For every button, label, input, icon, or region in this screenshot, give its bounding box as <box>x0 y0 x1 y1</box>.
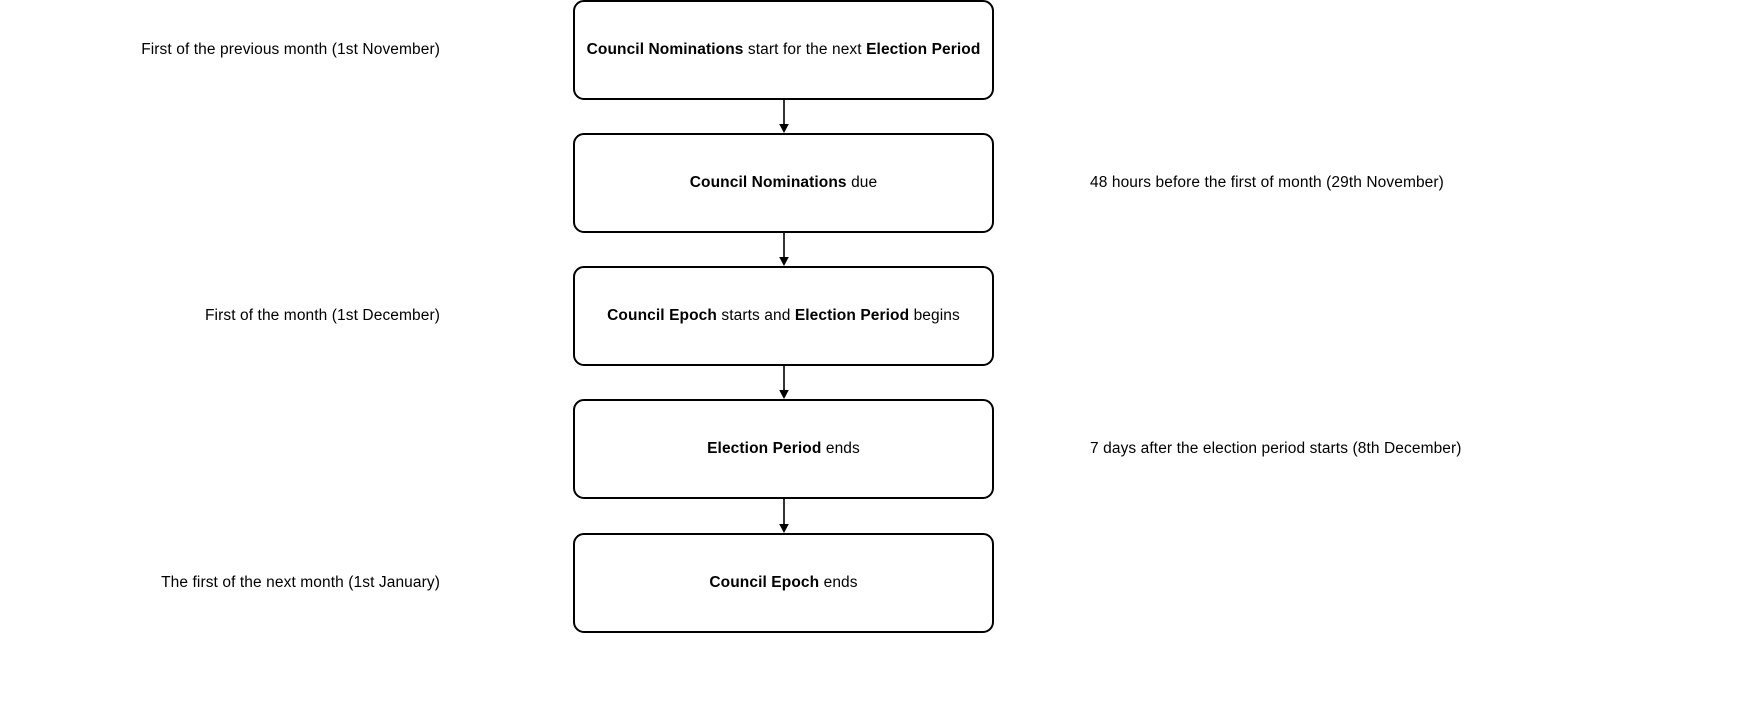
flow-node-election-period-ends: Election Period ends <box>573 399 994 499</box>
timing-annotation-council-nominations-due: 48 hours before the first of month (29th… <box>1090 174 1444 191</box>
plain-text: starts and <box>716 307 795 325</box>
flow-node-council-nominations-due: Council Nominations due <box>573 133 994 233</box>
flow-node-label: Council Epoch starts and Election Period… <box>593 306 974 325</box>
connector-arrow-council-nominations-due-to-council-epoch-starts <box>776 233 792 266</box>
emphasis-term: Council Nominations <box>586 41 744 59</box>
connector-arrow-election-period-ends-to-council-epoch-ends <box>776 499 792 533</box>
emphasis-term: Election Period <box>794 307 910 325</box>
plain-text: ends <box>821 440 860 458</box>
plain-text: due <box>846 174 878 192</box>
connector-arrow-council-epoch-starts-to-election-period-ends <box>776 366 792 399</box>
flow-node-council-epoch-ends: Council Epoch ends <box>573 533 994 633</box>
flow-node-label: Council Epoch ends <box>695 573 871 592</box>
flow-node-council-nominations-start: Council Nominations start for the next E… <box>573 0 994 100</box>
plain-text: ends <box>819 574 858 592</box>
flow-node-label: Council Nominations start for the next E… <box>573 40 995 59</box>
timing-annotation-election-period-ends: 7 days after the election period starts … <box>1090 440 1462 457</box>
flow-node-council-epoch-starts: Council Epoch starts and Election Period… <box>573 266 994 366</box>
timing-annotation-council-epoch-starts: First of the month (1st December) <box>204 307 440 324</box>
connector-arrow-council-nominations-start-to-council-nominations-due <box>776 100 792 133</box>
flow-node-label: Council Nominations due <box>676 173 891 192</box>
emphasis-term: Election Period <box>707 440 822 458</box>
plain-text: start for the next <box>743 41 867 59</box>
emphasis-term: Council Epoch <box>607 307 717 325</box>
emphasis-term: Council Nominations <box>689 174 847 192</box>
emphasis-term: Council Epoch <box>709 574 820 592</box>
timing-annotation-council-epoch-ends: The first of the next month (1st January… <box>161 574 440 591</box>
timing-annotation-council-nominations-start: First of the previous month (1st Novembe… <box>141 41 440 58</box>
emphasis-term: Election Period <box>866 41 981 59</box>
flow-node-label: Election Period ends <box>693 439 874 458</box>
plain-text: begins <box>909 307 960 325</box>
